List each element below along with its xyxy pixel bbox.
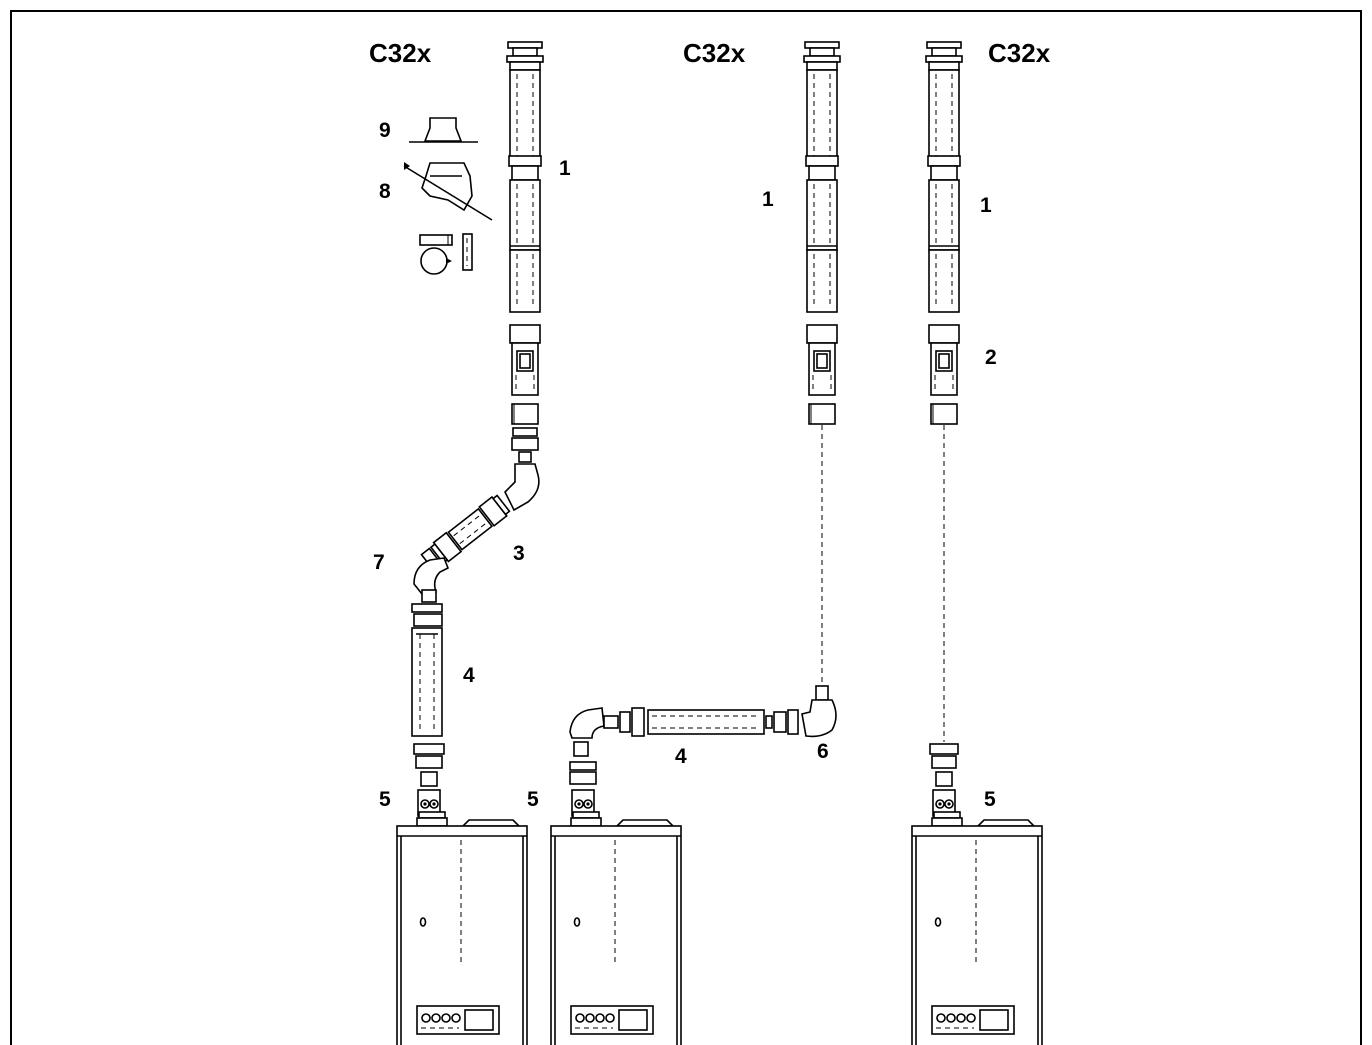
callout-5: 5	[527, 788, 539, 811]
diagram-frame	[10, 10, 1362, 1045]
horizontal-pipe-4	[647, 709, 765, 735]
callout-8: 8	[379, 180, 391, 203]
bend-7	[413, 557, 450, 595]
system-label-left: C32x	[369, 38, 432, 68]
vertical-flue-pipe	[508, 69, 542, 313]
roof-terminal-cap	[506, 41, 544, 71]
adaptor	[808, 403, 836, 425]
callout-4: 4	[463, 664, 475, 687]
roof-terminal-cap	[803, 41, 841, 71]
system-label-middle: C32x	[683, 38, 746, 68]
boiler-right	[911, 811, 1043, 1045]
callout-1: 1	[559, 157, 571, 180]
pitched-roof-tile-8	[403, 162, 493, 221]
roof-terminal-cap	[925, 41, 963, 71]
callout-7: 7	[373, 551, 385, 574]
adaptor	[930, 403, 958, 425]
callout-5: 5	[984, 788, 996, 811]
telescopic-section	[806, 324, 838, 396]
system-label-right: C32x	[988, 38, 1051, 68]
callout-9: 9	[379, 119, 391, 142]
vertical-flue-pipe	[927, 69, 961, 313]
vertical-flue-pipe	[805, 69, 839, 313]
bend-6	[801, 699, 837, 738]
callout-5: 5	[379, 788, 391, 811]
left-flue-system	[396, 41, 544, 1045]
right-flue-system	[911, 41, 1043, 1045]
telescopic-section	[928, 324, 960, 396]
boiler-left	[396, 811, 528, 1045]
callout-3: 3	[513, 542, 525, 565]
callout-1: 1	[980, 194, 992, 217]
bend-90	[569, 707, 605, 739]
middle-flue-system	[550, 41, 841, 1045]
telescopic-section	[509, 324, 541, 396]
bend-45	[504, 463, 540, 512]
boiler-middle	[550, 811, 682, 1045]
callout-2: 2	[985, 346, 997, 369]
roof-flashing-9	[409, 117, 478, 143]
callout-6: 6	[817, 740, 829, 763]
clamp-accessories	[419, 233, 473, 275]
callout-4: 4	[675, 745, 687, 768]
callout-1: 1	[762, 188, 774, 211]
vertical-pipe-4	[411, 627, 443, 737]
adaptor	[511, 403, 539, 425]
